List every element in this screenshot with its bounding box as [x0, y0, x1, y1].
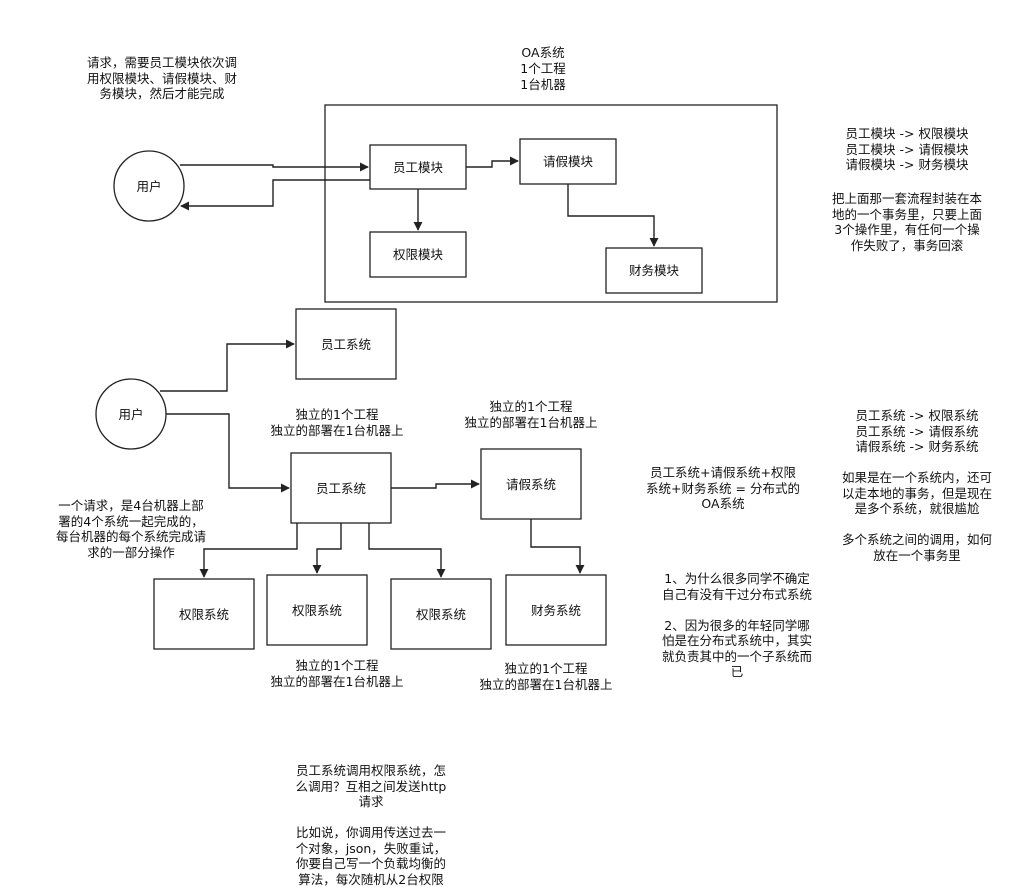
system-permission-2: 权限系统: [266, 574, 368, 646]
svg-text:OA系统: OA系统: [521, 45, 564, 60]
bottom-request-note: 一个请求，是4台机器上部 署的4个系统一起完成的， 每台机器的每个系统完成请 求…: [55, 498, 206, 560]
module-permission: 权限模块: [369, 231, 467, 278]
system-permission-3: 权限系统: [390, 578, 492, 650]
arrow-employee-to-leave-module: [466, 156, 519, 168]
module-employee: 员工模块: [369, 144, 467, 190]
svg-text:权限系统: 权限系统: [179, 607, 229, 622]
svg-text:员工系统: 员工系统: [316, 481, 366, 496]
arrow-employee-to-leave-system: [391, 479, 480, 489]
user-node-bottom: 用户: [95, 378, 167, 450]
independent-note-permission: 独立的1个工程 独立的部署在1台机器上: [270, 658, 404, 689]
svg-text:请假模块: 请假模块: [543, 154, 594, 169]
module-finance: 财务模块: [605, 247, 703, 294]
svg-text:权限系统: 权限系统: [416, 607, 466, 622]
oa-system-container: [324, 104, 778, 303]
top-transaction-note: 把上面那一套流程封装在本 地的一个事务里，只要上面 3个操作里，有任何一个操 作…: [831, 191, 982, 253]
arrow-employee-to-permission-2: [312, 523, 342, 574]
module-leave: 请假模块: [519, 138, 617, 185]
svg-text:员工系统: 员工系统: [321, 337, 371, 352]
system-employee-top: 员工系统: [295, 308, 397, 380]
arrow-employee-to-permission-3: [368, 523, 446, 578]
independent-note-finance: 独立的1个工程 独立的部署在1台机器上: [479, 661, 613, 692]
svg-text:请假系统: 请假系统: [506, 477, 556, 492]
questions-note: 1、为什么很多同学不确定 自己有没有干过分布式系统 2、因为很多的年轻同学哪 怕…: [661, 571, 812, 679]
arrow-leave-to-finance-system: [530, 519, 585, 574]
user-node-top: 用户: [113, 150, 185, 222]
system-employee: 员工系统: [290, 452, 392, 524]
independent-note-employee: 独立的1个工程 独立的部署在1台机器上: [270, 407, 404, 438]
svg-text:财务系统: 财务系统: [531, 603, 581, 618]
svg-text:权限系统: 权限系统: [292, 603, 342, 618]
bottom-flow-note: 员工系统 -> 权限系统 员工系统 -> 请假系统 请假系统 -> 财务系统 如…: [841, 408, 992, 563]
arrow-employee-to-permission-1: [199, 523, 298, 578]
svg-text:1台机器: 1台机器: [520, 77, 566, 92]
arrow-user-to-employee-module: [180, 162, 369, 172]
svg-text:财务模块: 财务模块: [629, 263, 680, 278]
svg-text:用户: 用户: [136, 179, 161, 194]
arrow-user-to-employee-system-top: [160, 339, 295, 392]
arrow-employee-module-to-user: [180, 179, 370, 211]
independent-note-leave: 独立的1个工程 独立的部署在1台机器上: [464, 399, 598, 430]
svg-text:1个工程: 1个工程: [520, 61, 566, 76]
bottom-arrows: [160, 339, 585, 578]
distributed-system-note: 员工系统+请假系统+权限 系统+财务系统 = 分布式的 OA系统: [646, 465, 800, 511]
top-request-note: 请求，需要员工模块依次调 用权限模块、请假模块、财 务模块，然后才能完成: [86, 55, 237, 101]
top-flow-note: 员工模块 -> 权限模块 员工模块 -> 请假模块 请假模块 -> 财务模块: [845, 126, 969, 172]
svg-text:员工模块: 员工模块: [393, 160, 444, 175]
system-permission-1: 权限系统: [153, 578, 255, 650]
top-arrows: [180, 156, 659, 247]
arrow-leave-to-finance-module: [567, 184, 659, 247]
arrow-user-to-employee-system: [166, 413, 290, 493]
system-finance: 财务系统: [505, 574, 607, 646]
svg-text:用户: 用户: [118, 407, 143, 422]
svg-text:权限模块: 权限模块: [393, 247, 444, 262]
system-leave: 请假系统: [480, 448, 582, 520]
http-call-note: 员工系统调用权限系统，怎 么调用？互相之间发送http 请求 比如说，你调用传送…: [295, 763, 447, 887]
oa-system-label: OA系统 1个工程 1台机器: [520, 45, 566, 92]
